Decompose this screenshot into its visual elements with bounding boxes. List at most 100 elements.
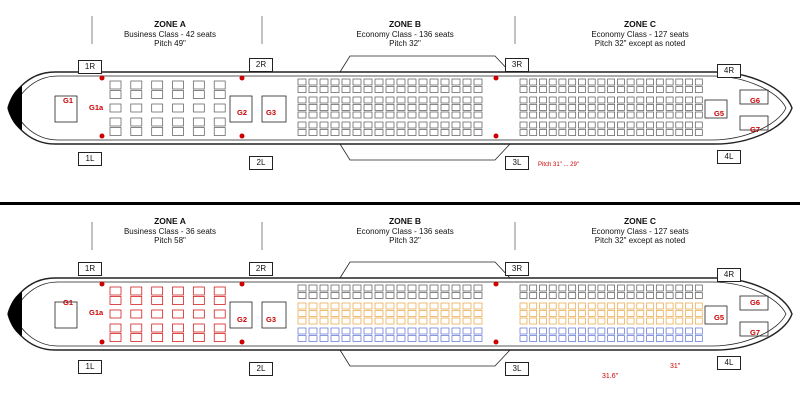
seat (655, 86, 664, 93)
seat (330, 335, 340, 342)
seat (330, 302, 340, 310)
seat (539, 327, 547, 335)
seat (607, 310, 615, 317)
galley-box (739, 89, 769, 105)
seat (374, 292, 384, 299)
seat (462, 335, 472, 342)
galley-g6: G6 (750, 96, 761, 105)
seat (539, 111, 547, 119)
fuselage-inner (13, 75, 787, 141)
seat (694, 121, 703, 129)
seat (675, 86, 684, 93)
seat (607, 96, 615, 104)
seat (626, 335, 635, 342)
seat (587, 78, 596, 86)
seat (440, 284, 450, 292)
seat (462, 96, 472, 104)
seat (694, 335, 703, 342)
seat (558, 121, 567, 129)
galley-box (229, 95, 253, 123)
seat (597, 335, 606, 342)
seat (374, 302, 384, 310)
seat (519, 302, 528, 310)
seat (587, 302, 596, 310)
seat (626, 86, 635, 93)
seat (418, 292, 428, 299)
seat (539, 310, 547, 317)
seat (539, 129, 547, 136)
seat (363, 111, 373, 119)
seat (558, 302, 567, 310)
seat (341, 310, 351, 317)
seat (213, 323, 226, 333)
seat (665, 310, 674, 317)
seat (665, 96, 674, 104)
seat (462, 327, 472, 335)
seat (685, 302, 693, 310)
seat (330, 284, 340, 292)
seat (675, 78, 684, 86)
seat (519, 327, 528, 335)
seat (587, 327, 596, 335)
seat (597, 78, 606, 86)
seat (385, 302, 395, 310)
exit-marker (493, 75, 499, 81)
seat (655, 104, 664, 111)
seat (363, 284, 373, 292)
seat (646, 292, 654, 299)
seat (130, 117, 143, 127)
seat (665, 292, 674, 299)
zone-class: Economy Class - 127 seats (591, 29, 689, 39)
seat (617, 121, 625, 129)
seat (665, 129, 674, 136)
seat (341, 78, 351, 86)
seat (341, 317, 351, 325)
galley-g2: G2 (237, 315, 248, 324)
seat (308, 96, 318, 104)
seat (626, 302, 635, 310)
seat (607, 292, 615, 299)
seat (297, 96, 307, 104)
seat (568, 86, 577, 93)
seat (646, 96, 654, 104)
seat (617, 104, 625, 111)
seat (352, 327, 362, 335)
zone-b-header: ZONE B Economy Class - 136 seats Pitch 3… (320, 19, 490, 49)
seat (109, 80, 122, 90)
seat (636, 327, 645, 335)
seat (341, 302, 351, 310)
seat (462, 129, 472, 136)
seat (548, 96, 557, 104)
seat (539, 292, 547, 299)
seat (636, 78, 645, 86)
seat (548, 129, 557, 136)
seat (429, 335, 439, 342)
seat (363, 310, 373, 317)
seat (352, 129, 362, 136)
galley-g3: G3 (266, 108, 277, 117)
seat (558, 129, 567, 136)
seat (568, 129, 577, 136)
seat (597, 327, 606, 335)
seat (568, 327, 577, 335)
seat (578, 78, 586, 86)
seat (319, 104, 329, 111)
seat (319, 317, 329, 325)
seat (213, 333, 226, 342)
seat (297, 284, 307, 292)
seat (655, 327, 664, 335)
seat (597, 129, 606, 136)
seat (385, 86, 395, 93)
exit-marker (239, 281, 245, 287)
galley-box (261, 95, 287, 123)
seat (319, 327, 329, 335)
seat (297, 327, 307, 335)
seat (636, 335, 645, 342)
seat (548, 335, 557, 342)
zone-title: ZONE C (623, 19, 657, 29)
seat (451, 104, 461, 111)
seat (429, 292, 439, 299)
seat (429, 111, 439, 119)
seat (374, 284, 384, 292)
seat (374, 96, 384, 104)
